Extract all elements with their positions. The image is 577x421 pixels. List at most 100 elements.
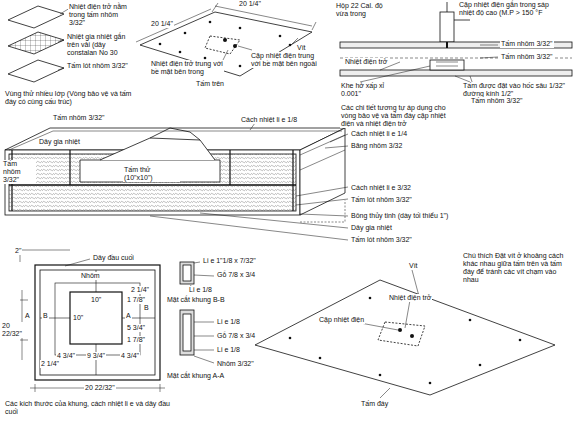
drawing-stroke <box>184 32 187 35</box>
part-label: Dây đầu cuối <box>92 254 135 262</box>
part-label: Vùng thử nhiều lớp (Vòng bảo vệ và tấm đ… <box>4 90 134 106</box>
part-label: Các chi tiết tương tự áp dụng cho vòng b… <box>340 104 452 128</box>
drawing-stroke <box>340 70 572 76</box>
part-label: Băng nhôm 3/32 <box>350 142 403 150</box>
part-label: Vít <box>408 262 419 270</box>
drawing-stroke <box>150 128 200 140</box>
part-label: 2" <box>14 247 22 255</box>
part-label: Cách nhiệt li e 1/4 <box>350 130 408 138</box>
part-label: Cách nhiệt li e 3/32 <box>350 184 412 192</box>
part-label: Dây gia nhiệt <box>350 224 393 232</box>
part-label: Nhiệt điện trở trung với bề mặt bên tron… <box>150 60 224 76</box>
drawing-stroke <box>479 364 482 367</box>
drawing-stroke <box>519 339 522 342</box>
drawing-stroke <box>279 35 282 38</box>
part-label: Tấm lót nhôm 3/32" <box>66 62 130 70</box>
part-label: 20 1/4" <box>150 20 174 28</box>
drawing-stroke <box>80 160 220 182</box>
part-label: 9 3/4" <box>86 352 106 360</box>
part-label: 2 1/4" <box>130 286 150 294</box>
drawing-stroke <box>159 43 162 46</box>
part-label: Tấm lót nhôm 3/32" <box>350 236 413 244</box>
part-label: Tấm thử (10"x10") <box>123 166 180 182</box>
part-label: Li e 1/8 <box>216 346 241 354</box>
guarded-box <box>5 123 348 240</box>
part-label: Dây gia nhiệt <box>38 138 81 146</box>
drawing-stroke <box>209 21 212 24</box>
part-label: Nhiệt điện trở <box>344 58 388 66</box>
part-label: Nhôm 3/32" <box>216 360 255 368</box>
part-label: Tấm trên <box>195 80 225 88</box>
drawing-stroke <box>355 270 420 398</box>
part-label: 20 1/4" <box>238 0 262 8</box>
part-label: Li e 1/8 <box>216 318 241 326</box>
frame-sections <box>180 262 214 363</box>
drawing-stroke <box>8 32 64 54</box>
drawing-stroke <box>300 200 345 222</box>
drawing-stroke <box>469 319 472 322</box>
part-label: Nhôm <box>80 272 101 280</box>
part-label: Nhiệt điện trở nằm trong tấm nhôm 3/32" <box>68 3 130 27</box>
drawing-stroke <box>136 3 316 42</box>
part-label: Tấm nhôm 3/32" <box>500 53 554 61</box>
drawing-stroke <box>205 36 240 54</box>
drawing-stroke <box>289 337 292 340</box>
drawing-stroke <box>440 12 454 42</box>
part-label: B <box>42 312 49 320</box>
part-label: Chú thích Đặt vít ở khoảng cách khác nha… <box>462 252 574 284</box>
part-label: 2 1/4" <box>40 360 60 368</box>
drawing-stroke <box>378 322 425 346</box>
part-label: Mặt cắt khung A-A <box>166 372 225 380</box>
drawing-stroke <box>100 138 215 160</box>
part-label: 10" <box>72 314 84 322</box>
part-label: A <box>125 312 132 320</box>
drawing-stroke <box>180 262 194 284</box>
drawing-stroke <box>369 297 372 300</box>
drawing-stroke <box>436 62 458 66</box>
part-label: 20 22/32" <box>84 384 116 392</box>
drawing-stroke <box>255 280 555 395</box>
drawing-stroke <box>239 65 242 68</box>
part-label: Nhiệt điện trở <box>388 294 432 302</box>
drawing-stroke <box>183 265 191 281</box>
part-label: Bông thủy tinh (dày tối thiểu 1") <box>350 212 449 220</box>
drawing-stroke <box>8 60 64 82</box>
part-label: Vít <box>296 44 307 52</box>
part-label: 5 3/4" <box>126 324 146 332</box>
part-label: 10" <box>90 296 102 304</box>
drawing-stroke <box>319 357 322 360</box>
part-label: Tấm được đặt vào hốc sâu 1/32" đường kín… <box>462 82 572 98</box>
part-label: Cặp nhiệt điện gắn trong sáp nhiệt độ ca… <box>458 1 560 17</box>
drawing-stroke <box>20 250 165 392</box>
drawing-stroke <box>239 27 242 30</box>
part-label: Mặt cắt khung B-B <box>166 296 226 304</box>
part-label: Cặp nhiệt điện <box>318 316 365 324</box>
part-label: Li e 1/8 <box>188 286 213 294</box>
part-label: Các kích thước của khung, cách nhiệt li … <box>4 400 181 416</box>
drawing-stroke <box>410 334 414 338</box>
part-label: A <box>24 312 31 320</box>
part-label: B <box>143 304 150 312</box>
drawing-stroke <box>183 314 191 351</box>
frame-plan <box>20 250 165 392</box>
drawing-stroke <box>289 44 292 47</box>
part-label: 1 7/8" <box>126 296 146 304</box>
part-label: Tấm nhôm 3/32" <box>52 114 106 122</box>
drawing-stroke <box>9 184 296 185</box>
part-label: Tấm đáy <box>360 400 389 408</box>
part-label: Tấm nhôm 3/32" <box>500 40 554 48</box>
part-label: Tấm nhôm 3/32" <box>2 160 36 184</box>
drawing-stroke <box>190 262 214 363</box>
bottom-plate <box>255 270 555 398</box>
part-label: Gỗ 7/8 x 3/4 <box>216 271 256 279</box>
drawing-stroke <box>204 57 207 60</box>
drawing-stroke <box>9 154 296 211</box>
drawing-stroke <box>429 382 432 385</box>
layer-plates <box>8 6 70 82</box>
part-label: Khe hở xấp xỉ 0.001" <box>340 82 398 98</box>
part-label: Nhiệt gia nhiệt gắn trên vải (dây consta… <box>66 33 134 57</box>
part-label: 4 3/4" <box>56 352 76 360</box>
drawing-stroke <box>179 51 182 54</box>
drawing-stroke <box>35 265 160 380</box>
